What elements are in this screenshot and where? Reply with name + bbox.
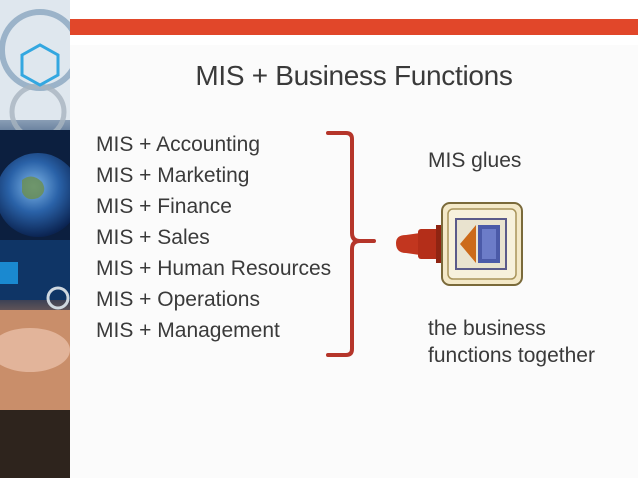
slide-title: MIS + Business Functions (195, 60, 513, 91)
business-functions-list: MIS + Accounting MIS + Marketing MIS + F… (96, 129, 331, 346)
decorative-collage-graphic (0, 0, 70, 478)
together-label: the business functions together (428, 317, 595, 367)
list-item: MIS + Operations (96, 288, 260, 311)
list-item: MIS + Human Resources (96, 257, 332, 280)
curly-bracket (326, 131, 376, 357)
decorative-image-strip (0, 0, 70, 478)
glue-label: MIS glues (428, 149, 522, 172)
accent-bar (70, 19, 638, 35)
list-item: MIS + Finance (96, 195, 232, 218)
list-item: MIS + Management (96, 319, 280, 342)
list-item: MIS + Sales (96, 226, 210, 249)
list-item: MIS + Accounting (96, 133, 261, 156)
list-item: MIS + Marketing (96, 164, 250, 187)
glue-bottle-icon (396, 202, 523, 286)
slide-content: MIS + Business Functions MIS + Accountin… (70, 45, 638, 478)
